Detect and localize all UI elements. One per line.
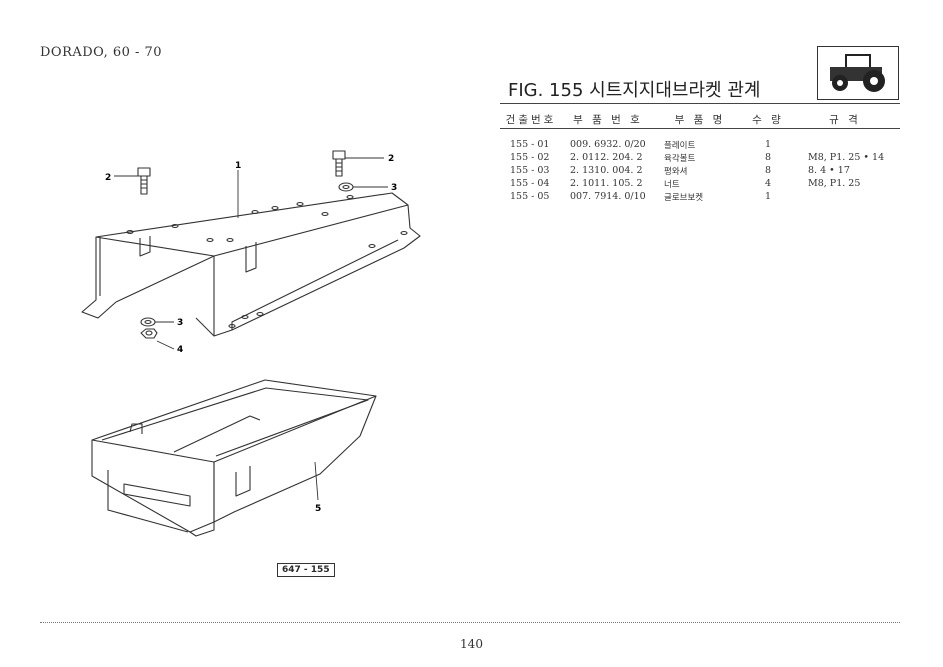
col-header-number: 건출번호 (500, 110, 562, 129)
model-header: DORADO, 60 - 70 (40, 45, 163, 60)
glove-pocket-drawing (91, 379, 377, 537)
callout-2-left: 2 (105, 173, 111, 183)
col-header-part-name: 부 품 명 (654, 110, 746, 129)
table-row: 155 - 02 2. 0112. 204. 2 육각볼트 8 M8, P1. … (500, 151, 900, 164)
col-header-part-number: 부 품 번 호 (562, 110, 654, 129)
title-rule (500, 103, 900, 104)
bracket-plate-drawing (81, 192, 421, 337)
bolt-left-drawing (137, 167, 151, 195)
bolt-right-drawing (332, 150, 346, 177)
cell-part-number: 2. 1310. 004. 2 (570, 165, 643, 176)
callout-3-top: 3 (391, 183, 397, 193)
table-row: 155 - 03 2. 1310. 004. 2 평와셔 8 8. 4 • 17 (500, 164, 900, 177)
washer-top-drawing (338, 182, 354, 192)
cell-part-name: 육각볼트 (664, 153, 696, 164)
cell-part-name: 너트 (664, 179, 680, 190)
cell-number: 155 - 01 (510, 139, 550, 150)
col-header-spec: 규 격 (790, 110, 900, 129)
footer-rule (40, 622, 900, 623)
cell-spec: M8, P1. 25 • 14 (808, 152, 885, 163)
figure-title: FIG. 155 시트지지대브라켓 관계 (508, 80, 761, 101)
figure-reference-box: 647 - 155 (277, 563, 335, 577)
cell-quantity: 8 (764, 152, 772, 163)
cell-spec: M8, P1. 25 (808, 178, 861, 189)
cell-quantity: 1 (764, 191, 772, 202)
callout-1: 1 (235, 161, 241, 171)
tractor-thumbnail (817, 46, 899, 100)
table-row: 155 - 05 007. 7914. 0/10 글로브보켓 1 (500, 190, 900, 203)
cell-spec: 8. 4 • 17 (808, 165, 850, 176)
col-header-quantity: 수 량 (746, 110, 790, 129)
cell-quantity: 1 (764, 139, 772, 150)
callout-5: 5 (315, 504, 321, 514)
parts-table: 건출번호 부 품 번 호 부 품 명 수 량 규 격 155 - 01 009.… (500, 110, 900, 203)
table-row: 155 - 04 2. 1011. 105. 2 너트 4 M8, P1. 25 (500, 177, 900, 190)
cell-part-number: 2. 1011. 105. 2 (570, 178, 643, 189)
cell-part-number: 009. 6932. 0/20 (570, 139, 646, 150)
cell-part-number: 007. 7914. 0/10 (570, 191, 646, 202)
cell-part-name: 플레이트 (664, 140, 696, 151)
table-row: 155 - 01 009. 6932. 0/20 플레이트 1 (500, 129, 900, 152)
washer-bottom-drawing (140, 317, 156, 327)
cell-quantity: 4 (764, 178, 772, 189)
nut-drawing (140, 328, 158, 339)
cell-part-name: 글로브보켓 (664, 192, 704, 203)
callout-3-bottom: 3 (177, 318, 183, 328)
callout-2-right: 2 (388, 154, 394, 164)
cell-number: 155 - 03 (510, 165, 550, 176)
cell-part-number: 2. 0112. 204. 2 (570, 152, 643, 163)
table-header-row: 건출번호 부 품 번 호 부 품 명 수 량 규 격 (500, 110, 900, 129)
cell-number: 155 - 05 (510, 191, 550, 202)
callout-4: 4 (177, 345, 183, 355)
cell-quantity: 8 (764, 165, 772, 176)
cell-part-name: 평와셔 (664, 166, 688, 177)
cell-number: 155 - 02 (510, 152, 550, 163)
leader-lines (114, 157, 388, 501)
cell-number: 155 - 04 (510, 178, 550, 189)
page-number: 140 (460, 637, 483, 651)
tractor-icon (830, 54, 885, 92)
